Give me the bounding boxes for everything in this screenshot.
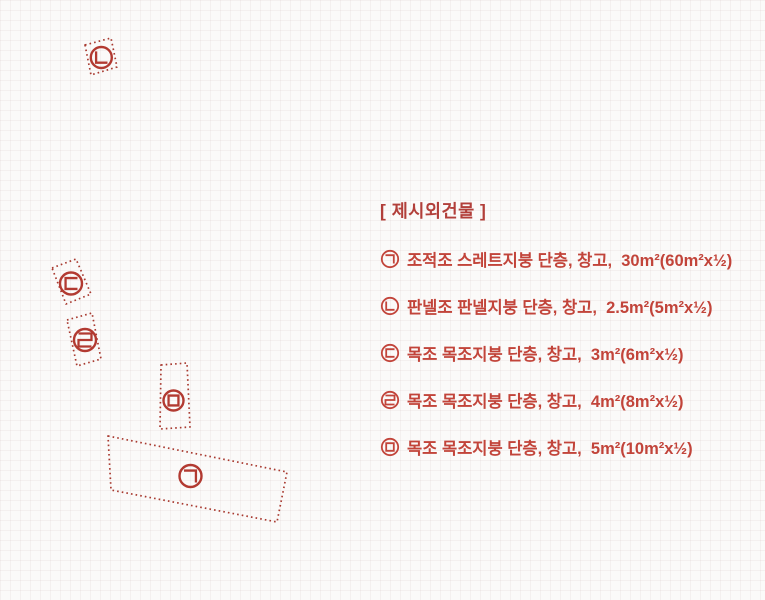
circled-rieul-icon xyxy=(380,390,400,409)
building-nieun-outline xyxy=(84,37,118,76)
legend-item-text: 목조 목조지붕 단층, 창고, 3m²(6m²x½) xyxy=(407,345,684,364)
giyeok-letter-glyph xyxy=(184,469,198,483)
circled-digeut-icon xyxy=(380,343,400,362)
legend-item-list: 조적조 스레트지붕 단층, 창고, 30m²(60m²x½) 판넬조 판넬지붕 단… xyxy=(380,246,732,459)
digeut-letter-glyph xyxy=(64,276,78,291)
legend-item-text: 목조 목조지붕 단층, 창고, 4m²(8m²x½) xyxy=(407,392,684,411)
circled-nieun-icon xyxy=(380,296,400,315)
legend-item-giyeok: 조적조 스레트지붕 단층, 창고, 30m²(60m²x½) xyxy=(380,246,732,271)
mieum-letter-glyph xyxy=(167,394,180,407)
legend-item-rieul: 목조 목조지붕 단층, 창고, 4m²(8m²x½) xyxy=(380,387,732,412)
legend-item-mieum: 목조 목조지붕 단층, 창고, 5m²(10m²x½) xyxy=(380,434,732,459)
circled-digeut-icon xyxy=(58,271,84,296)
circled-nieun-icon xyxy=(89,45,114,70)
circled-giyeok-icon xyxy=(178,463,203,489)
building-outline-mieum xyxy=(159,362,191,430)
building-outline-giyeok xyxy=(107,435,288,523)
circled-mieum-icon xyxy=(380,437,400,456)
legend-title: [ 제시외건물 ] xyxy=(380,201,487,221)
circled-mieum-icon xyxy=(162,389,185,412)
legend-item-text: 목조 목조지붕 단층, 창고, 5m²(10m²x½) xyxy=(407,439,693,458)
building-giyeok-outline xyxy=(107,435,288,523)
legend-item-nieun: 판넬조 판넬지붕 단층, 창고, 2.5m²(5m²x½) xyxy=(380,293,732,318)
circled-giyeok-icon xyxy=(380,249,400,268)
circled-rieul-icon xyxy=(72,327,98,353)
building-mieum-outline xyxy=(159,362,191,430)
building-rieul-outline xyxy=(66,312,102,367)
legend: [ 제시외건물 ] 조적조 스레트지붕 단층, 창고, 30m²(60m²x½)… xyxy=(380,200,732,481)
legend-item-text: 조적조 스레트지붕 단층, 창고, 30m²(60m²x½) xyxy=(407,251,733,270)
building-outline-rieul xyxy=(66,312,102,367)
rieul-letter-glyph xyxy=(77,332,93,348)
nieun-letter-glyph xyxy=(94,51,108,64)
building-digeut-outline xyxy=(51,258,92,305)
building-outline-nieun xyxy=(84,37,118,76)
legend-item-text: 판넬조 판넬지붕 단층, 창고, 2.5m²(5m²x½) xyxy=(407,298,713,317)
building-outline-digeut xyxy=(51,258,92,305)
legend-item-digeut: 목조 목조지붕 단층, 창고, 3m²(6m²x½) xyxy=(380,340,732,365)
